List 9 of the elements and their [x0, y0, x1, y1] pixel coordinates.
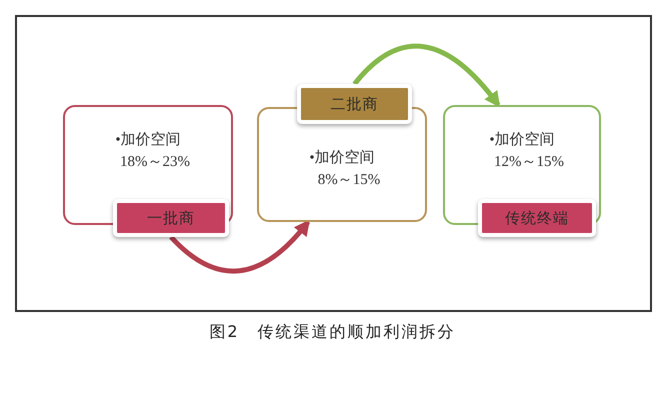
figure-caption: 图2 传统渠道的顺加利润拆分 [209, 322, 456, 341]
markup-label: •加价空间 [489, 130, 555, 150]
curved-arrow [169, 220, 310, 274]
curved-arrow [352, 44, 500, 108]
percentage-range: 18%～23% [120, 153, 190, 172]
markup-label: •加价空间 [309, 148, 375, 168]
percentage-range: 8%～15% [318, 171, 380, 190]
percentage-range: 12%～15% [494, 153, 564, 172]
markup-label: •加价空间 [115, 130, 181, 150]
